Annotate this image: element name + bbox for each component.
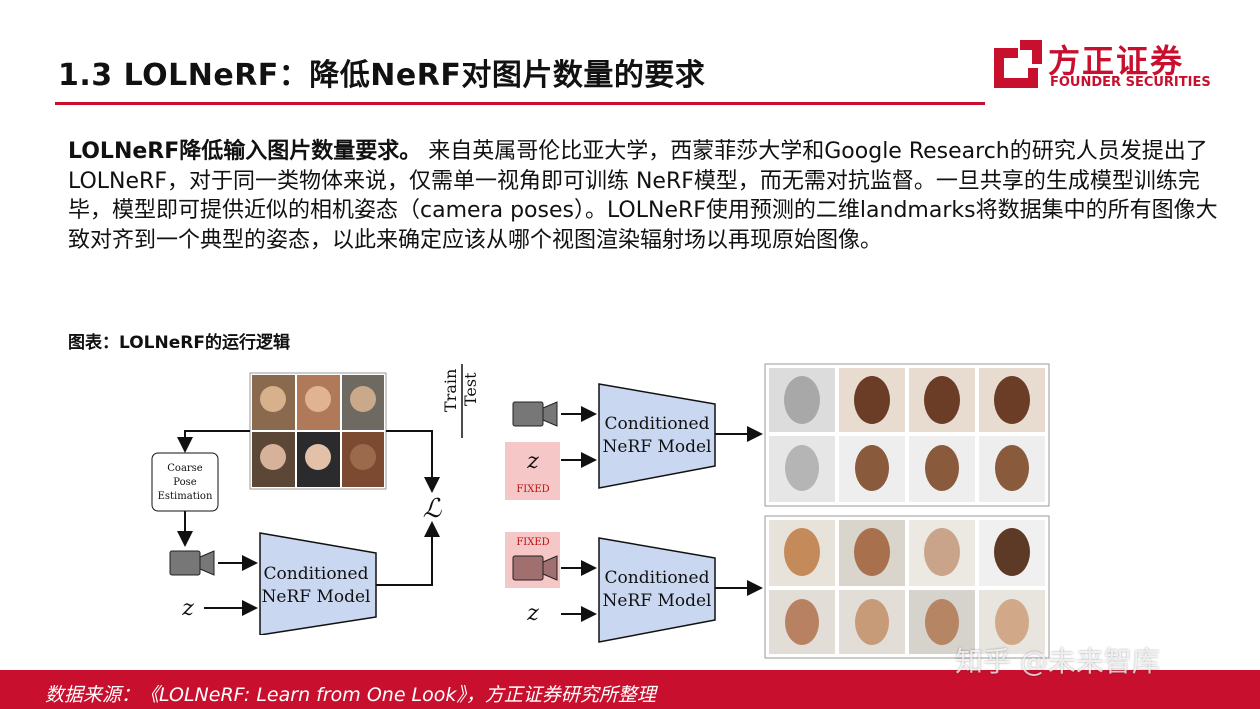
model-label-1: Conditioned: [264, 564, 369, 584]
data-source: 数据来源：《LOLNeRF: Learn from One Look》，方正证券…: [45, 684, 656, 706]
pose-box-line-1: Coarse: [167, 463, 203, 474]
latent-z-upper: z: [526, 449, 539, 474]
watermark: 知乎 @未来智库: [955, 645, 1160, 678]
nerf-model-block: [259, 532, 377, 635]
model-label-2: NeRF Model: [262, 587, 371, 607]
intro-lead: LOLNeRF降低输入图片数量要求。: [68, 139, 422, 164]
page-title: 1.3 LOLNeRF：降低NeRF对图片数量的要求: [58, 58, 706, 93]
pose-box-line-2: Pose: [173, 477, 196, 488]
test-diagram: z FIXED Conditioned NeRF Model FIXED z: [505, 363, 1050, 659]
fixed-box-upper: [505, 442, 560, 500]
title-divider: [55, 102, 985, 105]
footer-bar: [0, 670, 1260, 709]
fixed-label-lower: FIXED: [516, 537, 549, 548]
camera-icon: [169, 550, 215, 576]
model-label-upper-2: NeRF Model: [603, 437, 712, 457]
latent-z-lower: z: [526, 601, 539, 626]
fixed-label-upper: FIXED: [516, 484, 549, 495]
train-test-divider: Train Test: [441, 364, 480, 438]
logo-text-en: FOUNDER SECURITIES: [1050, 75, 1211, 90]
model-label-upper-1: Conditioned: [605, 414, 710, 434]
train-diagram: Coarse Pose Estimation z Conditioned NeR…: [151, 372, 443, 635]
figure-caption: 图表：LOLNeRF的运行逻辑: [68, 333, 290, 353]
train-label: Train: [441, 369, 460, 412]
training-photo-grid: [249, 372, 387, 490]
test-label: Test: [461, 372, 480, 406]
intro-text: 来自英属哥伦比亚大学，西蒙菲莎大学和Google Research的研究人员发提…: [68, 139, 1218, 253]
pose-box-line-3: Estimation: [158, 491, 213, 502]
test-lower-row: FIXED z Conditioned NeRF Model: [505, 515, 1050, 659]
model-label-lower-2: NeRF Model: [603, 591, 712, 611]
loss-symbol: ℒ: [423, 494, 443, 524]
logo-text-cn: 方正证券: [1048, 42, 1185, 80]
test-upper-row: z FIXED Conditioned NeRF Model: [505, 363, 1050, 507]
model-label-lower-1: Conditioned: [605, 568, 710, 588]
latent-z: z: [181, 596, 194, 621]
intro-paragraph: LOLNeRF降低输入图片数量要求。 来自英属哥伦比亚大学，西蒙菲莎大学和Goo…: [68, 137, 1218, 255]
founder-logo-icon: [994, 40, 1042, 88]
